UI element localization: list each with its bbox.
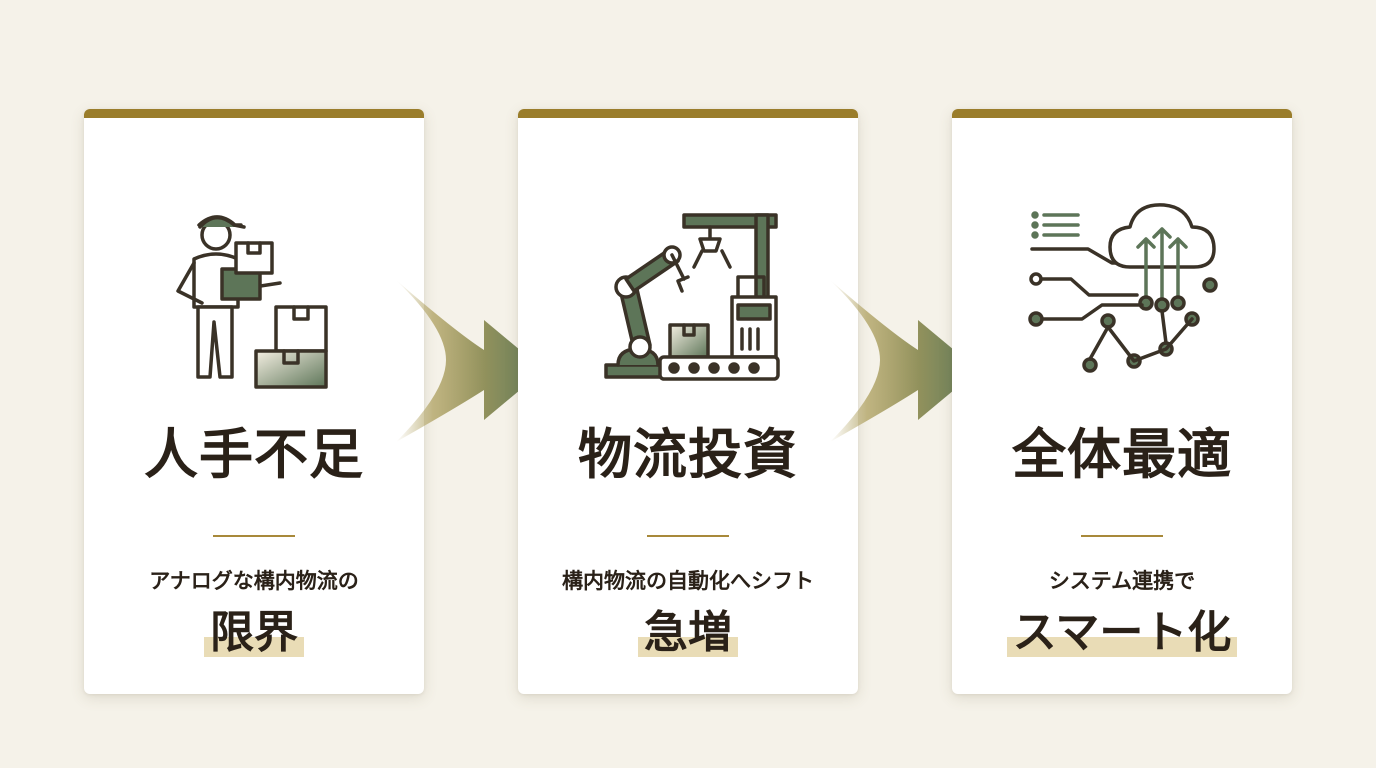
card-emphasis-wrap: 急増 <box>518 608 858 658</box>
robot-arm-conveyor-icon <box>588 197 788 397</box>
divider <box>1081 535 1163 537</box>
card-accent-bar <box>518 109 858 118</box>
card-logistics-investment: 物流投資 構内物流の自動化へシフト 急増 <box>518 109 858 694</box>
card-accent-bar <box>84 109 424 118</box>
card-emphasis-wrap: スマート化 <box>952 608 1292 658</box>
card-subtitle: システム連携で <box>1048 569 1196 593</box>
card-title: 人手不足 <box>144 422 364 486</box>
card-title: 物流投資 <box>578 422 798 486</box>
divider <box>647 535 729 537</box>
worker-with-boxes-icon <box>154 197 354 397</box>
card-labor-shortage: 人手不足 アナログな構内物流の 限界 <box>84 109 424 694</box>
card-emphasis-wrap: 限界 <box>84 608 424 658</box>
card-emphasis: 限界 <box>204 608 304 658</box>
card-title: 全体最適 <box>1012 422 1232 486</box>
right-arrow-icon <box>830 272 980 448</box>
card-total-optimization: 全体最適 システム連携で スマート化 <box>952 109 1292 694</box>
cloud-network-icon <box>1022 197 1222 397</box>
card-subtitle: 構内物流の自動化へシフト <box>562 569 814 593</box>
card-emphasis: スマート化 <box>1006 608 1238 658</box>
divider <box>213 535 295 537</box>
card-subtitle: アナログな構内物流の <box>149 569 359 593</box>
card-accent-bar <box>952 109 1292 118</box>
card-emphasis: 急増 <box>638 608 738 658</box>
right-arrow-icon <box>396 272 546 448</box>
